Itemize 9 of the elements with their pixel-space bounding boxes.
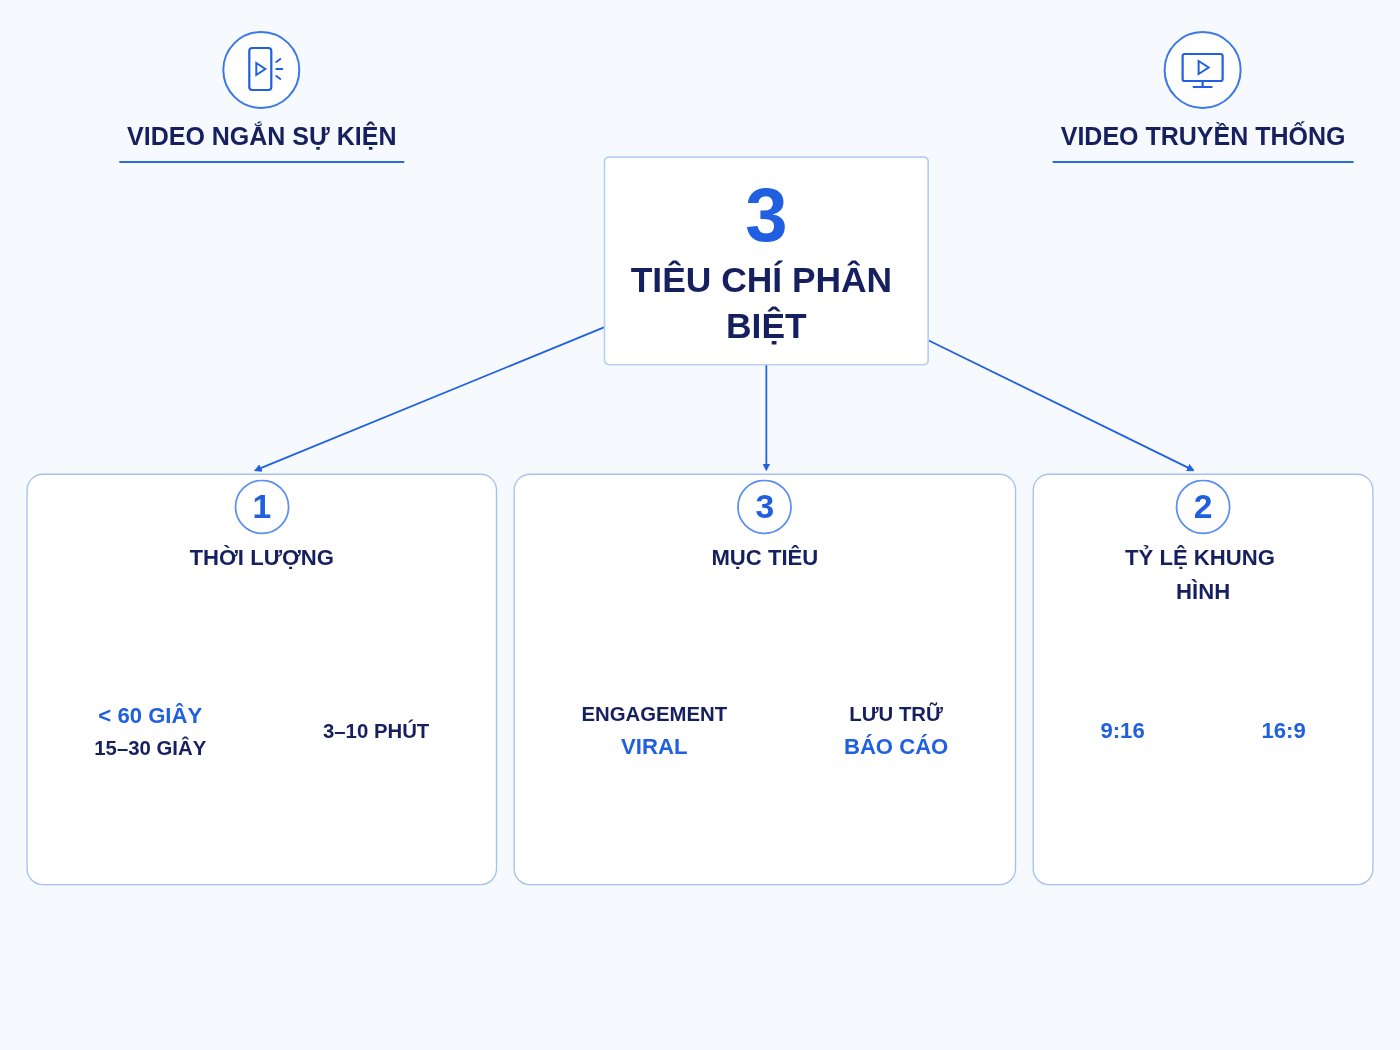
node-text: LƯU TRỮ BÁO CÁO — [843, 702, 949, 758]
node-text: < 60 GIÂY 15–30 GIÂY — [94, 702, 207, 759]
node-text: 3–10 PHÚT — [322, 718, 430, 742]
column-heading: VIDEO NGẮN SỰ KIỆN — [119, 122, 405, 163]
column-heading: VIDEO TRUYỀN THỐNG — [1052, 122, 1354, 163]
node-text: 16:9 — [1261, 717, 1306, 743]
node-text: 9:16 — [1100, 717, 1145, 743]
node-text: ENGAGEMENT VIRAL — [581, 702, 728, 758]
arrow — [762, 363, 771, 472]
